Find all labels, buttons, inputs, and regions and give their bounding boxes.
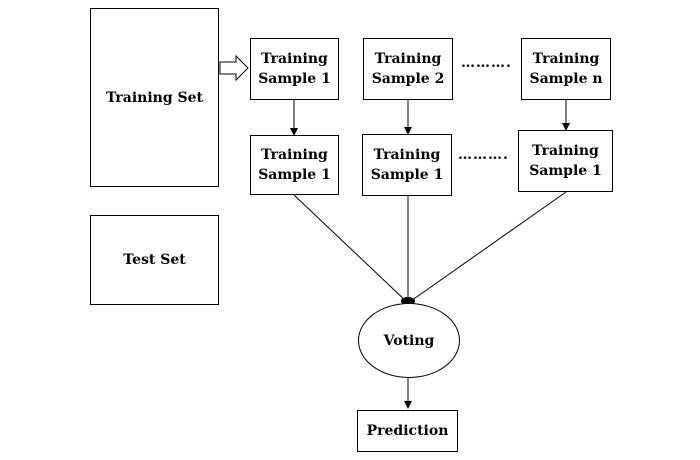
ellipsis-row1: ………. — [461, 55, 512, 71]
voting-node: Voting — [358, 303, 460, 378]
training-sample-n-label: Training Sample n — [529, 51, 603, 87]
voting-label: Voting — [383, 332, 435, 349]
training-sample-2-label: Training Sample 2 — [371, 51, 445, 87]
line-to-voting-3 — [407, 191, 567, 304]
training-sample-1-label: Training Sample 1 — [258, 51, 331, 87]
bootstrap-sample-2-label: Training Sample 1 — [370, 147, 444, 183]
training-sample-n-box: Training Sample n — [521, 38, 611, 100]
bootstrap-sample-n-box: Training Sample 1 — [518, 130, 613, 192]
bootstrap-sample-1-box: Training Sample 1 — [250, 135, 339, 195]
bootstrap-sample-n-label: Training Sample 1 — [529, 143, 602, 179]
bootstrap-sample-2-box: Training Sample 1 — [362, 134, 452, 196]
training-sample-2-box: Training Sample 2 — [363, 38, 453, 100]
training-sample-1-box: Training Sample 1 — [250, 38, 339, 100]
test-set-box: Test Set — [90, 215, 219, 305]
line-to-voting-1 — [293, 194, 409, 304]
bootstrap-sample-1-label: Training Sample 1 — [258, 147, 331, 183]
test-set-label: Test Set — [123, 252, 186, 268]
hollow-arrow-icon — [219, 54, 249, 82]
training-set-label: Training Set — [106, 89, 203, 106]
training-set-box: Training Set — [90, 8, 219, 187]
ellipsis-row2: ………. — [458, 147, 509, 163]
prediction-label: Prediction — [366, 423, 449, 439]
prediction-box: Prediction — [357, 410, 458, 452]
